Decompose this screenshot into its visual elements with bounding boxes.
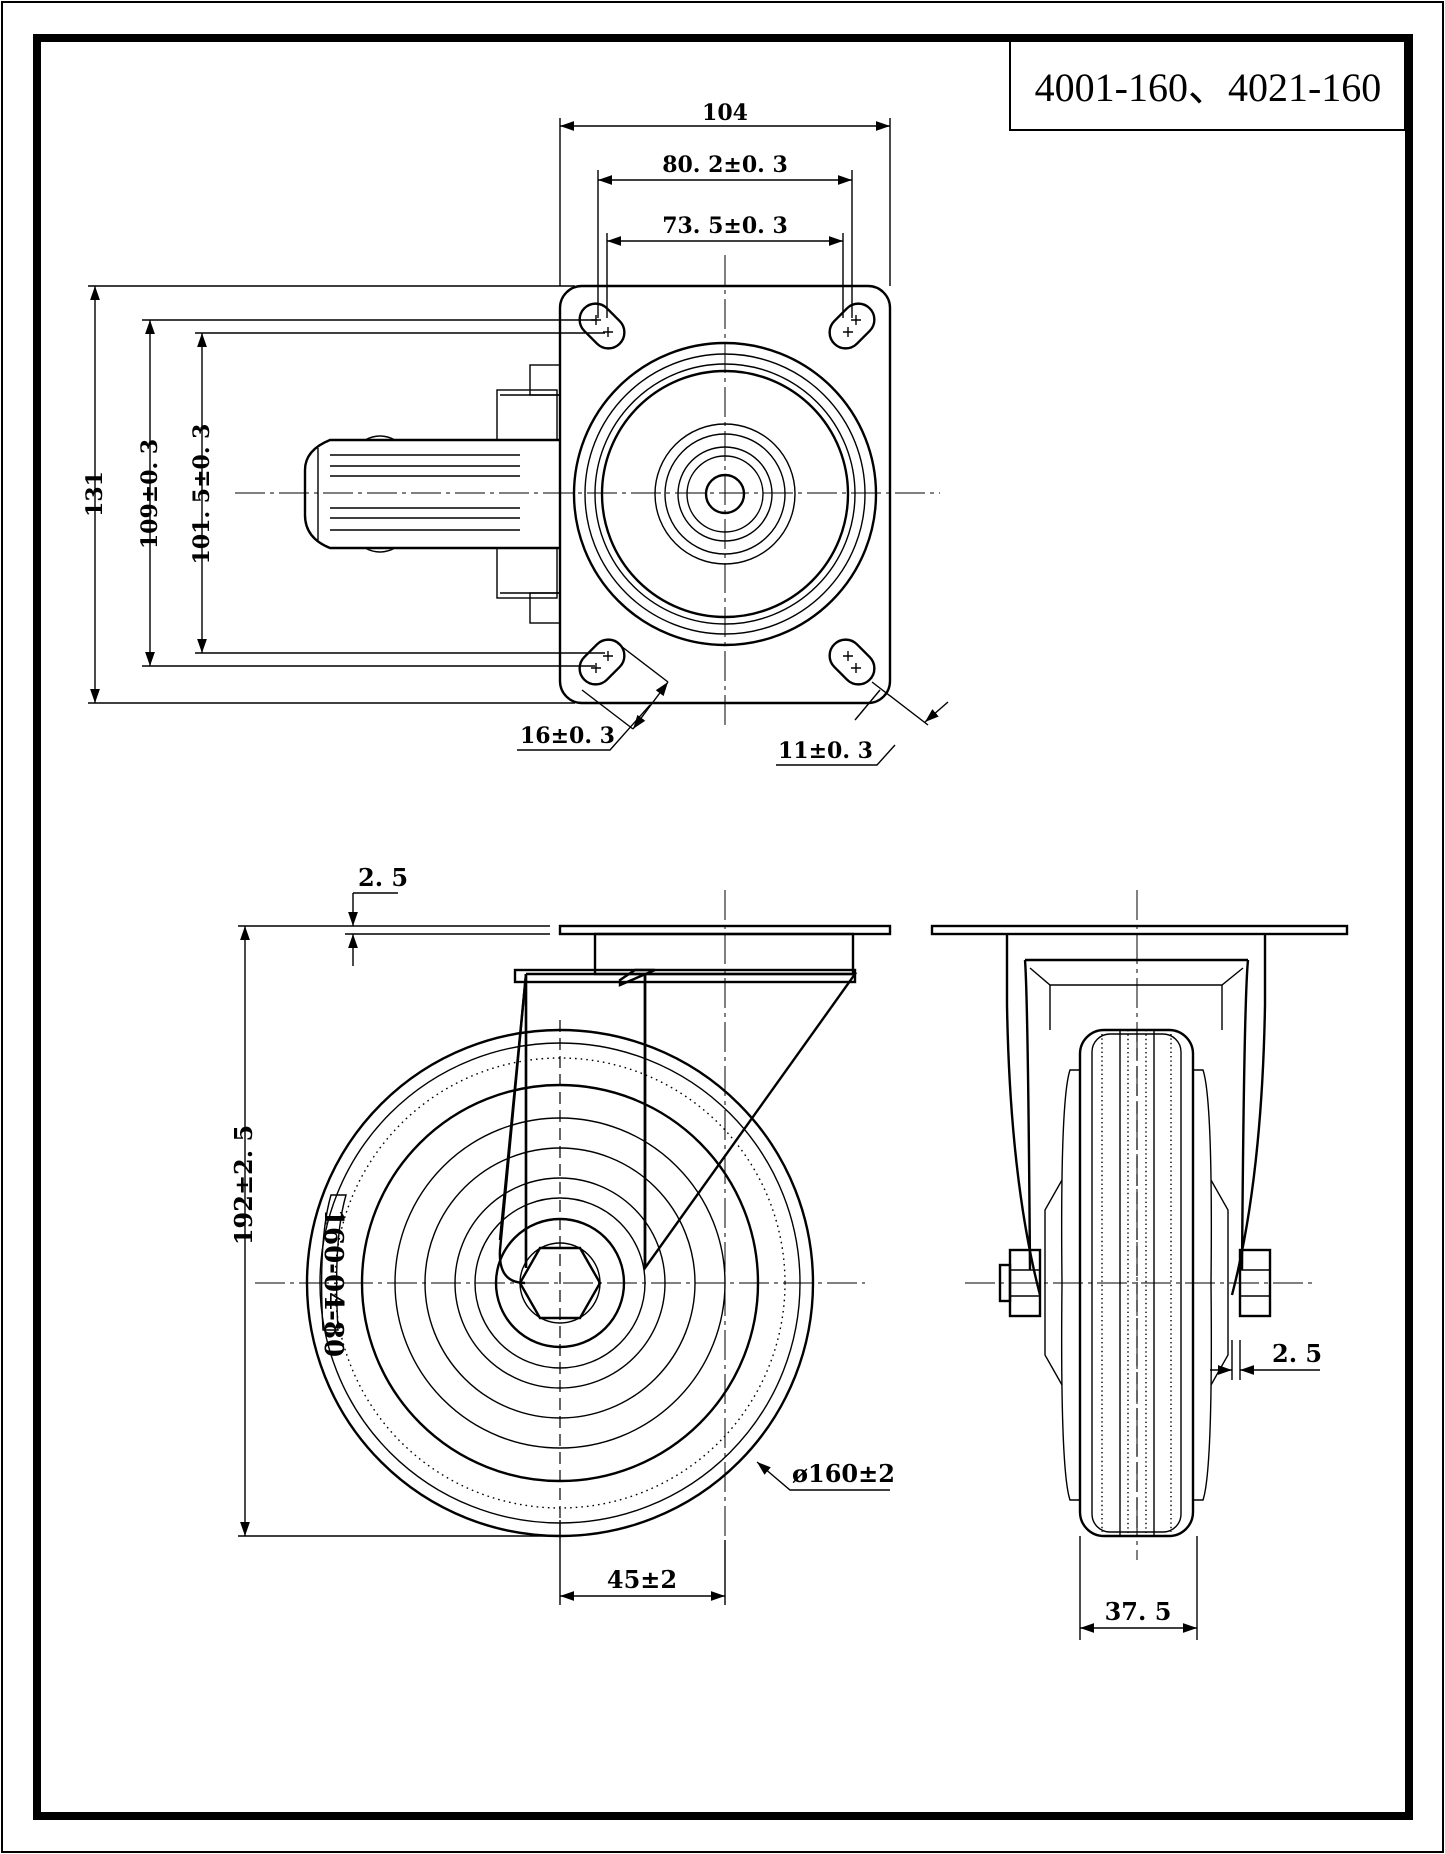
front-view: 37. 5 2. 5 [930,890,1349,1640]
front-view-fork [930,924,1349,1296]
slot-length-leader: 16±0. 3 [517,642,669,751]
dim-width-overall: 104 [702,100,748,126]
top-view-extension-lines [88,118,891,704]
side-view-fork [498,924,892,1285]
dim-slot-width: 11±0. 3 [778,738,873,764]
dim-hole-height-inner: 101. 5±0. 3 [189,424,215,565]
dim-wheel-diameter: ø160±2 [792,1459,895,1488]
inner-border [33,34,1413,1820]
dim-hole-height-outer: 109±0. 3 [137,439,163,549]
dim-hole-span-outer: 80. 2±0. 3 [662,152,788,178]
side-view: 160-04-80 192±2. 5 [229,863,895,1605]
slot-width-leader: 11±0. 3 [776,681,949,766]
title-block: 4001-160、4021-160 [1009,40,1406,131]
top-view-wheel [303,364,561,624]
dim-swivel-offset: 45±2 [607,1565,677,1594]
dim-wheel-width: 37. 5 [1105,1597,1172,1626]
dim-hole-span-inner: 73. 5±0. 3 [662,213,788,239]
dim-height-overall: 131 [82,471,108,517]
dim-overall-height: 192±2. 5 [229,1125,258,1245]
dim-slot-length: 16±0. 3 [520,723,615,749]
dim-clearance: 2. 5 [1272,1339,1322,1368]
dim-plate-thickness: 2. 5 [358,863,408,892]
top-view: 104 80. 2±0. 3 73. 5±0. 3 131 109±0. 3 1… [82,100,949,766]
model-number: 4001-160、4021-160 [1035,65,1382,110]
mounting-holes [578,302,876,686]
